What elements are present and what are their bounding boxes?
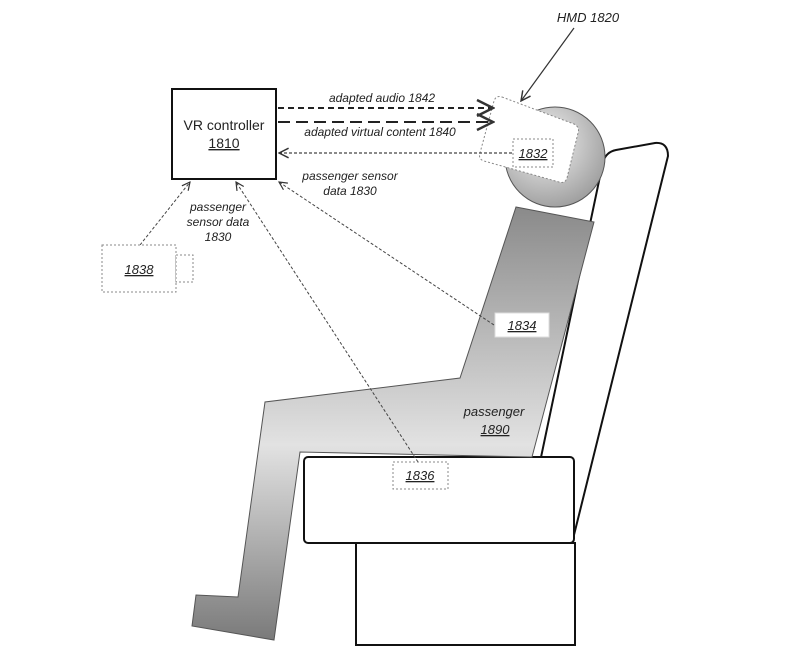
hmd-sensor-1832	[512, 138, 554, 168]
seatback-sensor-ref: 1834	[508, 318, 537, 333]
passenger-label: passenger	[463, 404, 525, 419]
seat-cushion	[303, 456, 575, 544]
hmd-sensor-ref: 1832	[519, 146, 549, 161]
seatback-sensor-arrow	[279, 182, 495, 326]
camera-sensor-ref: 1838	[125, 262, 155, 277]
seat-base	[355, 542, 576, 646]
passenger-ref: 1890	[481, 422, 511, 437]
seat-sensor	[392, 461, 449, 490]
sensor-data-label-right-2: data 1830	[323, 184, 377, 198]
camera-sensor-arrow	[139, 182, 190, 246]
vr-controller-name: VR controller	[184, 117, 265, 133]
seatback-sensor	[494, 312, 550, 338]
seat-sensor-arrow	[236, 182, 419, 463]
hmd-label: HMD 1820	[557, 10, 620, 25]
sensor-data-label-left-3: 1830	[205, 230, 232, 244]
vr-controller-box	[171, 88, 277, 180]
sensor-data-label-right-1: passenger sensor	[301, 169, 398, 183]
seat-sensor-ref: 1836	[406, 468, 436, 483]
camera-sensor-body	[101, 244, 177, 293]
audio-label: adapted audio 1842	[329, 91, 435, 105]
sensor-data-label-left-2: sensor data	[187, 215, 250, 229]
sensor-data-label-left-1: passenger	[189, 200, 247, 214]
hmd-pointer-arrow	[521, 27, 575, 101]
seat-back	[538, 141, 670, 547]
content-label: adapted virtual content 1840	[304, 125, 456, 139]
camera-sensor-lens	[175, 254, 194, 283]
vr-controller-ref: 1810	[208, 135, 239, 151]
